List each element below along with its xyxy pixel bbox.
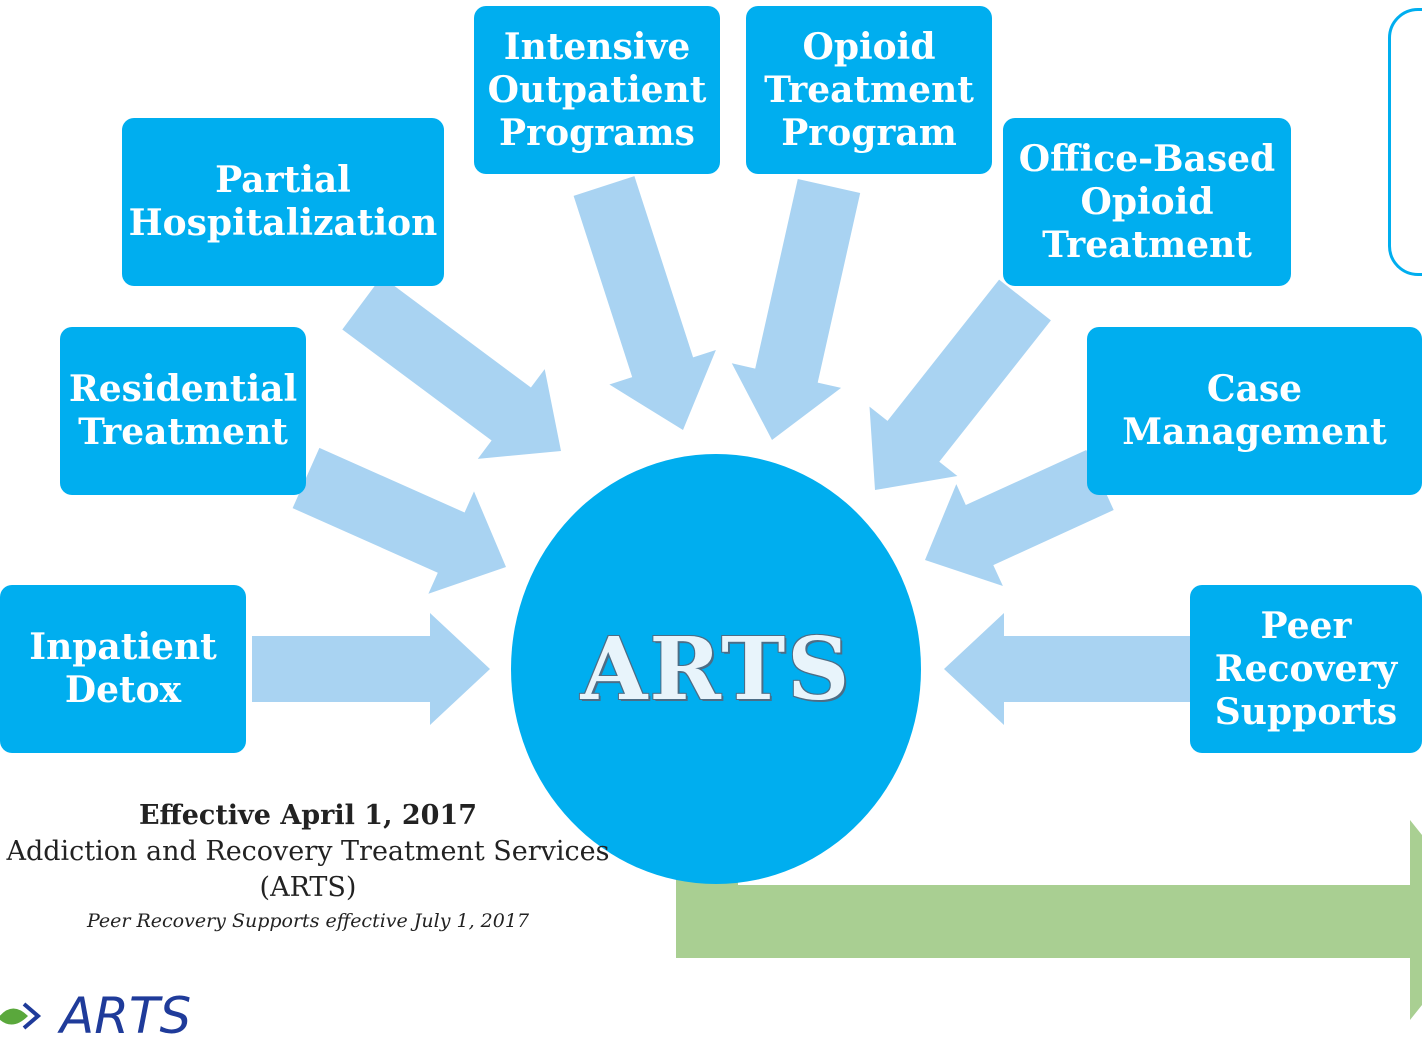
service-opioid-treatment-program: Opioid Treatment Program bbox=[746, 6, 992, 174]
service-office-based-opioid-treatment: Office-Based Opioid Treatment bbox=[1003, 118, 1291, 286]
program-description: Addiction and Recovery Treatment Service… bbox=[6, 836, 610, 903]
service-label: Office-Based Opioid Treatment bbox=[1018, 137, 1276, 266]
service-peer-recovery-supports: Peer Recovery Supports bbox=[1190, 585, 1422, 753]
arrow-office-based-opioid-treatment bbox=[869, 279, 1051, 490]
hub-label: ARTS bbox=[580, 618, 852, 720]
offscreen-callout-box bbox=[1388, 8, 1422, 276]
effective-date-note: Effective April 1, 2017 Addiction and Re… bbox=[0, 798, 616, 936]
arrow-residential-treatment bbox=[292, 447, 506, 594]
arrow-peer-recovery-supports bbox=[944, 613, 1190, 725]
logo-wordmark: ARTS bbox=[60, 987, 192, 1045]
service-case-management: Case Management bbox=[1087, 327, 1422, 495]
service-label: Inpatient Detox bbox=[29, 626, 217, 711]
arrow-inpatient-detox bbox=[252, 613, 490, 725]
effective-date: Effective April 1, 2017 bbox=[138, 800, 478, 831]
service-partial-hospitalization: Partial Hospitalization bbox=[122, 118, 444, 286]
arrow-partial-hospitalization bbox=[342, 276, 561, 459]
service-intensive-outpatient-programs: Intensive Outpatient Programs bbox=[474, 6, 720, 174]
service-label: Partial Hospitalization bbox=[128, 159, 438, 244]
service-label: Case Management bbox=[1122, 368, 1387, 453]
service-residential-treatment: Residential Treatment bbox=[60, 327, 306, 495]
service-label: Peer Recovery Supports bbox=[1214, 604, 1398, 733]
output-arrow bbox=[676, 810, 1422, 1020]
arts-hub-circle: ARTS bbox=[511, 454, 921, 884]
arrow-intensive-outpatient-programs bbox=[573, 176, 716, 430]
logo-leaf-icon bbox=[0, 1002, 42, 1030]
arrow-opioid-treatment-program bbox=[731, 179, 861, 440]
service-label: Residential Treatment bbox=[68, 368, 298, 453]
peer-support-note: Peer Recovery Supports effective July 1,… bbox=[86, 910, 530, 932]
service-inpatient-detox: Inpatient Detox bbox=[0, 585, 246, 753]
arrow-case-management bbox=[925, 450, 1114, 586]
service-label: Intensive Outpatient Programs bbox=[487, 25, 707, 154]
service-label: Opioid Treatment Program bbox=[764, 25, 974, 154]
